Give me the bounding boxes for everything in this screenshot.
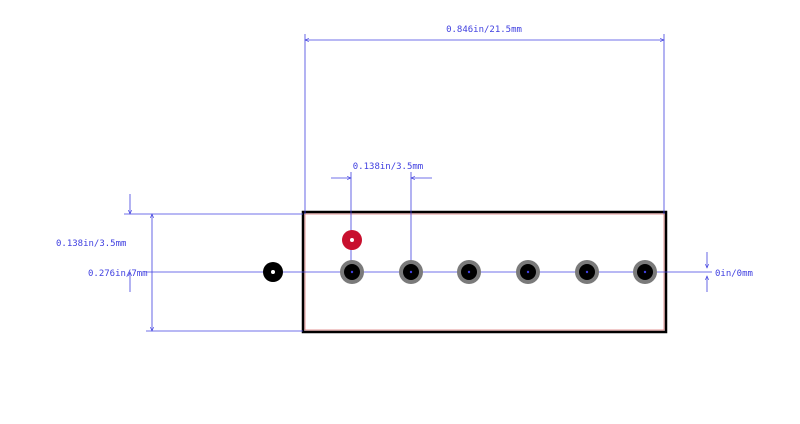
height-half-label: 0.138in/3.5mm [56, 239, 126, 249]
overall-width-dimension [305, 34, 664, 214]
reference-pad [263, 262, 283, 282]
pad-6 [633, 260, 657, 284]
pad-3 [457, 260, 481, 284]
pitch-label: 0.138in/3.5mm [353, 162, 423, 172]
pin1-marker [342, 230, 362, 250]
pad-4 [516, 260, 540, 284]
offset-label: 0in/0mm [715, 269, 753, 279]
overall-width-label: 0.846in/21.5mm [446, 25, 522, 35]
pad-2 [399, 260, 423, 284]
pad-5 [575, 260, 599, 284]
pitch-dimension [331, 172, 432, 272]
height-dimension [124, 194, 303, 331]
pad-1 [340, 260, 364, 284]
height-total-label: 0.276in/7mm [88, 269, 148, 279]
